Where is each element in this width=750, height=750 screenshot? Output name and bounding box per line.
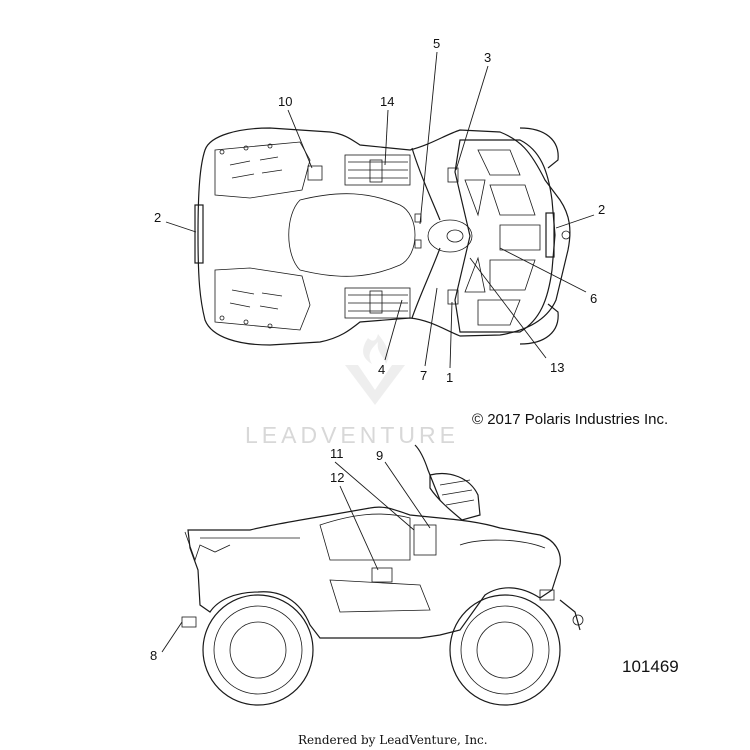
- decal-8-box: [181, 616, 197, 628]
- callout-4: 4: [378, 362, 385, 377]
- decal-10-box: [307, 165, 323, 181]
- callout-labels: 5 3 10 14 2 2 6 13 4 7 1 11 12 9 8: [150, 36, 605, 663]
- callout-12: 12: [330, 470, 344, 485]
- callout-9: 9: [376, 448, 383, 463]
- callout-11: 11: [330, 446, 344, 461]
- front-reflector-decal: [545, 212, 555, 258]
- watermark-text: LEADVENTURE: [245, 422, 459, 448]
- leader-lines: [161, 51, 595, 653]
- callout-13: 13: [550, 360, 564, 375]
- footwell-top: [344, 154, 411, 186]
- callout-7: 7: [420, 368, 427, 383]
- callout-5: 5: [433, 36, 440, 51]
- callout-3: 3: [484, 50, 491, 65]
- decal-11-box: [413, 524, 437, 556]
- decal-12-box: [371, 567, 393, 583]
- rear-reflector-decal: [194, 204, 204, 264]
- front-rack-grid: [464, 149, 541, 326]
- callout-14: 14: [380, 94, 394, 109]
- document-number: 101469: [622, 657, 679, 676]
- footer-text: Rendered by LeadVenture, Inc.: [298, 733, 488, 747]
- callout-1: 1: [446, 370, 453, 385]
- atv-side-view: [181, 444, 584, 706]
- rear-rack-slots: [219, 143, 283, 329]
- callout-2-left: 2: [154, 210, 161, 225]
- callout-8: 8: [150, 648, 157, 663]
- callout-2-right: 2: [598, 202, 605, 217]
- watermark-logo-icon: [345, 334, 405, 405]
- atv-top-view: [194, 127, 571, 346]
- footwell-bottom: [344, 287, 411, 319]
- callout-10: 10: [278, 94, 292, 109]
- callout-6: 6: [590, 291, 597, 306]
- copyright-text: © 2017 Polaris Industries Inc.: [472, 411, 668, 428]
